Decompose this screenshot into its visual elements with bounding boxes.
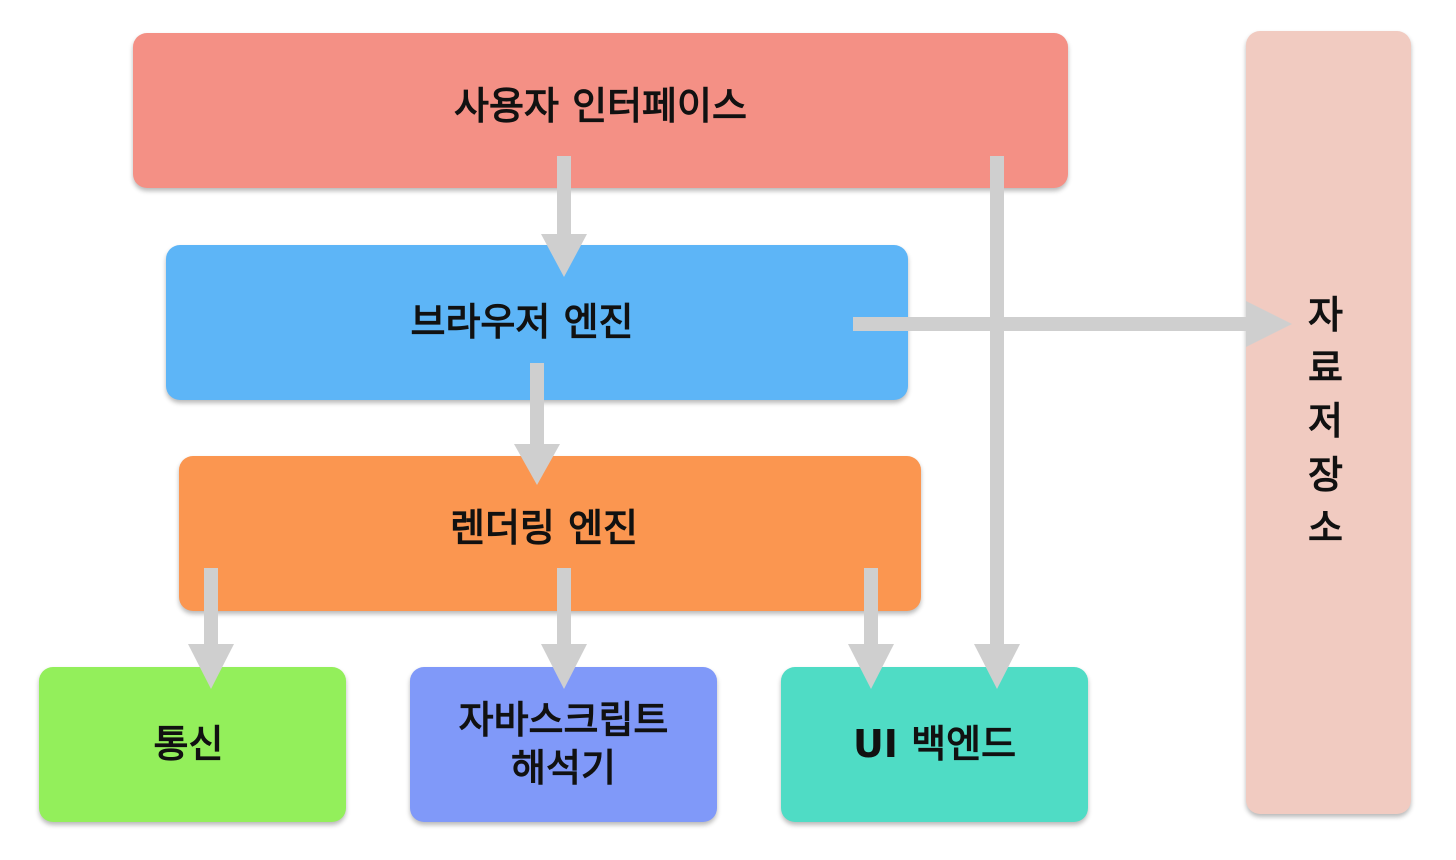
js-interpreter-label-line1: 자바스크립트 [458, 698, 669, 742]
user-interface-label: 사용자 인터페이스 [454, 83, 747, 128]
arrow-ui-to-ui-backend [974, 156, 1020, 689]
arrow-browser-to-data-storage [853, 301, 1292, 347]
js-interpreter-box: 자바스크립트 해석기 [410, 667, 717, 822]
ui-backend-box: UI 백엔드 [781, 667, 1088, 822]
arrow-ui-to-browser-engine [541, 156, 587, 277]
rendering-engine-box: 렌더링 엔진 [179, 456, 921, 611]
js-interpreter-label-line2: 해석기 [511, 745, 616, 790]
data-storage-box: 자 료 저 장 소 [1246, 31, 1411, 814]
arrow-rendering-to-ui-backend [848, 568, 894, 689]
arrow-rendering-to-js-interpreter [541, 568, 587, 689]
ui-backend-label: UI 백엔드 [852, 721, 1017, 766]
arrow-rendering-to-networking [188, 568, 234, 689]
data-storage-char: 장 [1308, 452, 1343, 497]
rendering-engine-label: 렌더링 엔진 [449, 505, 639, 550]
user-interface-box: 사용자 인터페이스 [133, 33, 1068, 188]
data-storage-char: 저 [1308, 399, 1343, 444]
data-storage-char: 소 [1308, 505, 1343, 550]
data-storage-label: 자 료 저 장 소 [1308, 289, 1343, 555]
browser-engine-label: 브라우저 엔진 [410, 299, 634, 344]
data-storage-char: 료 [1308, 346, 1343, 391]
networking-box: 통신 [39, 667, 346, 822]
networking-label: 통신 [153, 721, 224, 766]
data-storage-char: 자 [1308, 293, 1343, 337]
arrow-browser-to-rendering-engine [514, 363, 560, 485]
